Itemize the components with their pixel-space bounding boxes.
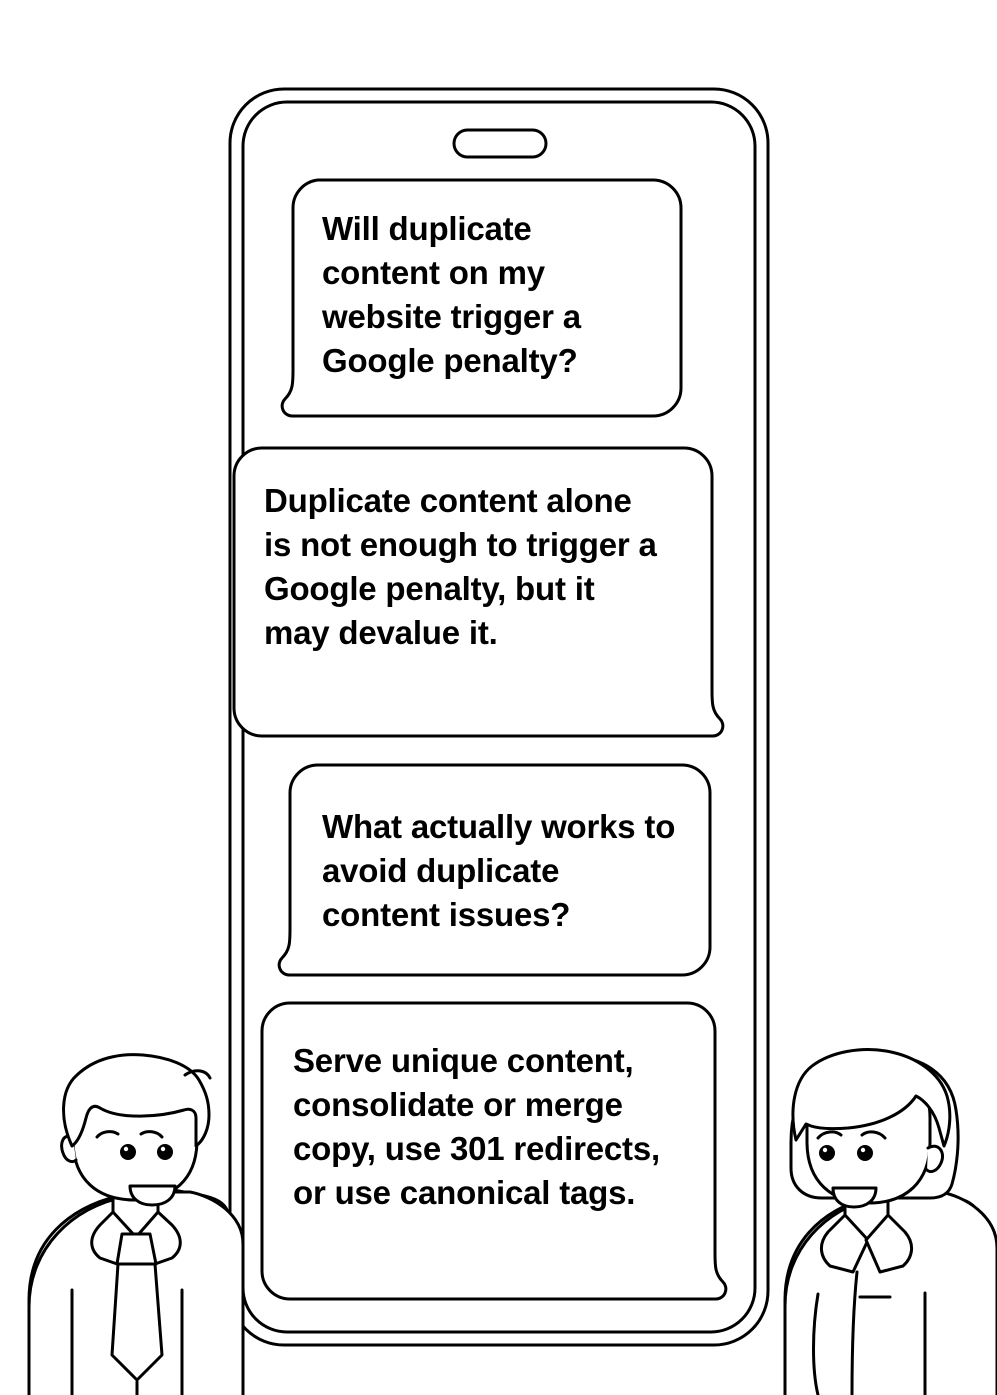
female-avatar-collar-right (864, 1213, 913, 1274)
female-avatar (783, 1048, 997, 1395)
female-avatar-hair-fringe (791, 1048, 952, 1148)
male-avatar-mouth (128, 1184, 177, 1207)
message-bubble-1[interactable] (280, 178, 683, 418)
female-avatar-mouth (831, 1186, 878, 1209)
male-avatar-eye-left (120, 1144, 136, 1160)
message-bubble-3[interactable] (277, 763, 712, 977)
female-avatar-eyebrow-right (860, 1130, 887, 1140)
male-avatar-eyebrow-right (139, 1130, 164, 1139)
male-avatar-hair-fringe (183, 1069, 212, 1080)
female-avatar-eye-left (819, 1145, 835, 1161)
male-avatar (27, 1053, 245, 1395)
female-avatar-collar-left (820, 1213, 870, 1274)
male-avatar-eye-highlight-right (160, 1146, 166, 1152)
male-avatar-hair (62, 1053, 211, 1148)
message-bubble-4[interactable] (260, 1001, 728, 1301)
message-bubble-2[interactable] (232, 446, 725, 738)
male-avatar-eye-highlight-left (123, 1146, 129, 1152)
female-avatar-eye-highlight-left (822, 1147, 828, 1153)
female-avatar-eye-right (857, 1145, 873, 1161)
male-avatar-eye-right (157, 1144, 173, 1160)
earpiece-speaker-icon (452, 128, 548, 159)
female-avatar-ear (925, 1144, 944, 1173)
male-avatar-eyebrow-left (95, 1130, 120, 1139)
female-avatar-eyebrow-left (816, 1130, 843, 1140)
male-avatar-tie-knot (115, 1232, 158, 1266)
female-avatar-blouse-seam-left (812, 1292, 820, 1395)
female-avatar-blouse-seam (850, 1270, 859, 1395)
female-avatar-eye-highlight-right (860, 1147, 866, 1153)
male-avatar-tie-body (110, 1262, 164, 1382)
